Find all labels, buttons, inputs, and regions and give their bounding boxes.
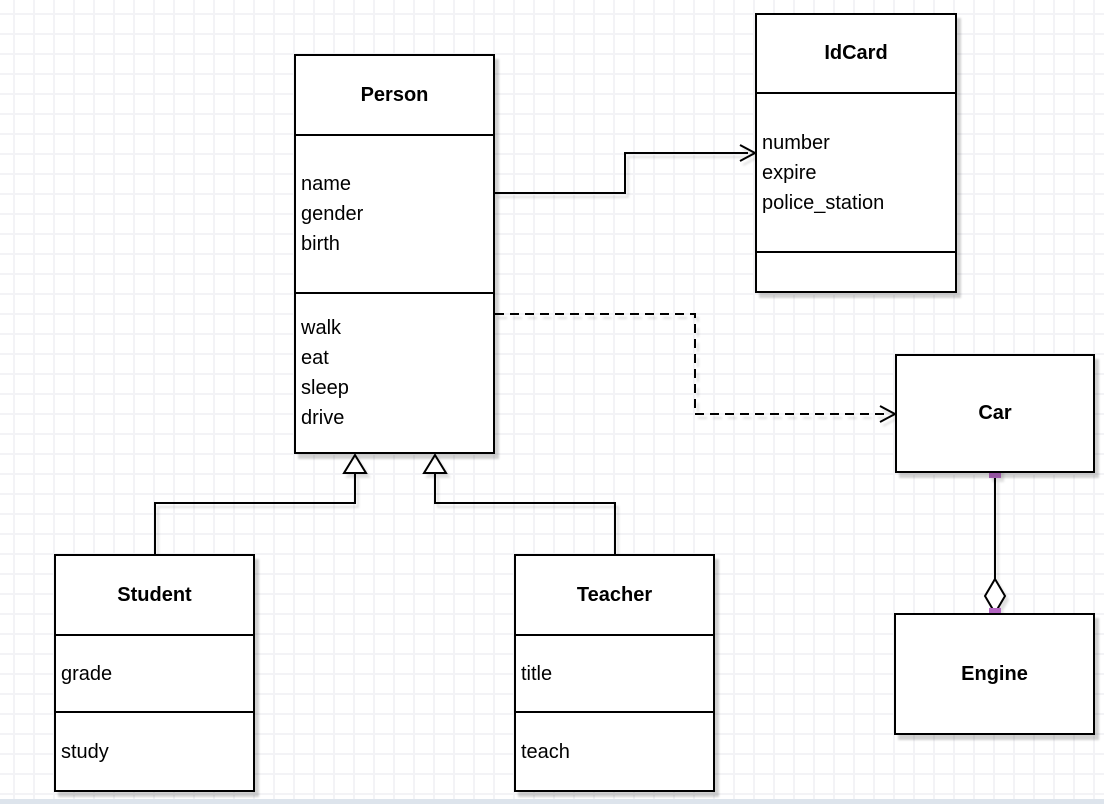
class-teacher[interactable]: Teacher title teach	[514, 554, 715, 792]
class-methods: teach	[516, 711, 713, 790]
class-attributes: number expire police_station	[757, 92, 955, 251]
class-car[interactable]: Car	[895, 354, 1095, 473]
method: walk	[301, 317, 342, 339]
attribute: number	[762, 131, 830, 154]
generalization-teacher-person[interactable]	[422, 453, 616, 554]
class-attributes: name gender birth	[296, 134, 493, 292]
method: drive	[301, 407, 345, 429]
class-attributes: title	[516, 634, 713, 711]
attribute: police_station	[762, 191, 885, 214]
class-attributes: grade	[56, 634, 253, 711]
class-person[interactable]: Person name gender birth walk eat sleep …	[294, 54, 495, 454]
attribute: title	[521, 662, 553, 685]
dependency-person-car[interactable]	[495, 313, 898, 423]
hollow-triangle-icon	[342, 453, 368, 474]
class-title: IdCard	[824, 42, 888, 64]
class-methods: study	[56, 711, 253, 790]
hollow-diamond-icon	[983, 577, 1007, 615]
attribute: gender	[301, 203, 364, 225]
attribute: name	[301, 173, 352, 195]
class-engine[interactable]: Engine	[894, 613, 1095, 735]
method: eat	[301, 347, 329, 369]
aggregation-car-engine[interactable]	[983, 466, 1007, 620]
attribute: expire	[762, 161, 817, 184]
canvas-edge-strip	[0, 799, 1104, 804]
class-idcard[interactable]: IdCard number expire police_station	[755, 13, 957, 293]
hollow-triangle-icon	[422, 453, 448, 474]
association-person-idcard[interactable]	[495, 144, 758, 194]
class-student[interactable]: Student grade study	[54, 554, 255, 792]
class-methods: walk eat sleep drive	[296, 292, 493, 452]
method: teach	[521, 740, 570, 763]
method: study	[61, 740, 109, 763]
class-title: Person	[360, 83, 429, 106]
class-title: Teacher	[576, 583, 653, 606]
attribute: grade	[61, 662, 113, 685]
method: sleep	[301, 377, 349, 399]
class-title: Car	[978, 402, 1012, 424]
class-title: Engine	[961, 662, 1028, 685]
generalization-student-person[interactable]	[154, 453, 368, 554]
class-methods-empty	[757, 251, 955, 291]
class-title: Student	[117, 583, 192, 606]
attribute: birth	[301, 233, 340, 255]
